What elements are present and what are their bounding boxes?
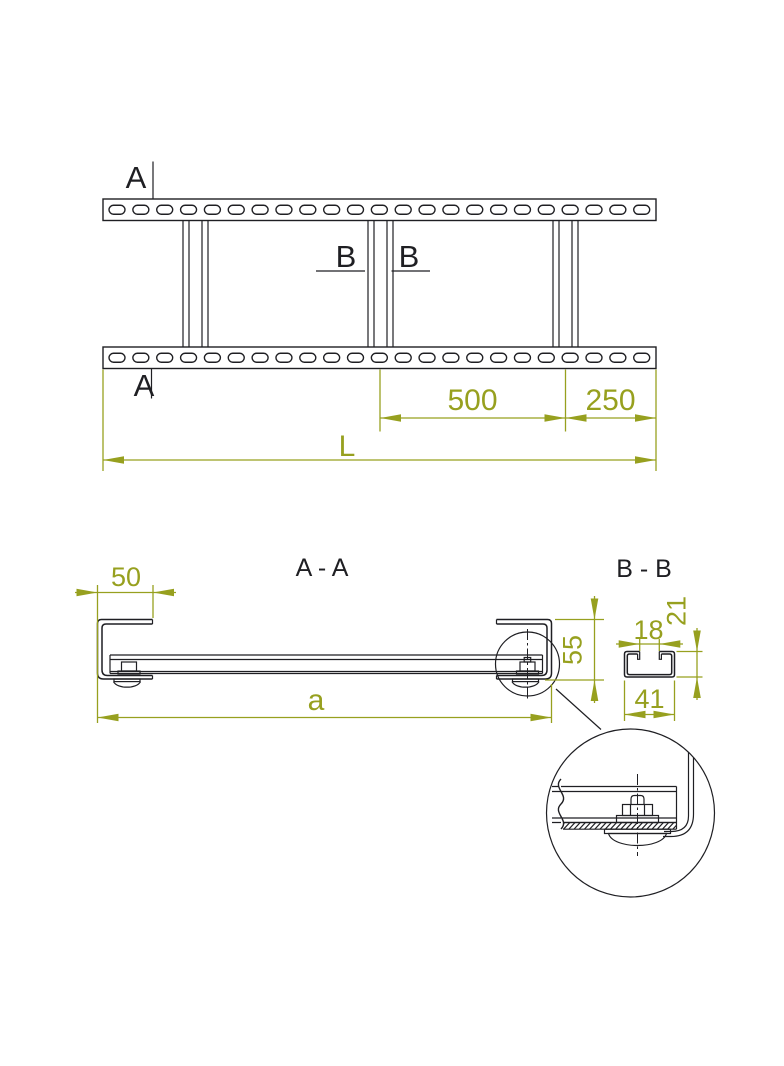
dimension-rung-height: 21 (662, 596, 703, 700)
section-mark-b-left: B (316, 239, 365, 274)
section-bb: B - B 18 21 (616, 555, 703, 721)
rail-slot-perforations (108, 204, 651, 363)
dim-500-text: 500 (447, 384, 497, 417)
dim-a-text: a (308, 684, 325, 717)
section-bb-title: B - B (616, 555, 672, 583)
dimension-opening-width: 18 (616, 615, 683, 651)
dim-250-text: 250 (585, 384, 635, 417)
dimension-total-length: L (103, 430, 656, 464)
detail-circle (545, 728, 716, 898)
aa-right-bolt (511, 656, 540, 688)
bb-rung-profile (623, 650, 676, 678)
detail-rung (552, 778, 678, 830)
section-aa: A - A (75, 554, 604, 730)
dimension-end-offset: 250 (565, 384, 656, 422)
dim-41-text: 41 (634, 684, 664, 714)
top-view: A A B B 500 (102, 160, 657, 471)
dim-55-text: 55 (558, 635, 588, 665)
dim-L-text: L (339, 430, 356, 463)
detail-rail-flange-section (563, 821, 677, 830)
dim-50-text: 50 (111, 562, 141, 592)
detail-view (545, 728, 716, 898)
aa-left-bolt (112, 661, 142, 688)
aa-left-rail-profile (96, 618, 154, 680)
dimension-rung-width: 41 (623, 680, 676, 721)
section-label-b-left: B (336, 239, 357, 274)
dim-21-text: 21 (662, 596, 692, 626)
detail-leader-line (555, 688, 602, 730)
section-aa-title: A - A (296, 554, 349, 582)
dimension-rung-spacing: 500 (380, 384, 566, 422)
rung-lines (182, 220, 579, 347)
section-label-a-top: A (126, 160, 147, 195)
aa-rung (109, 654, 544, 675)
dim-18-text: 18 (633, 615, 663, 645)
section-label-b-right: B (399, 239, 420, 274)
top-view-dimensions: 500 250 L (102, 369, 657, 471)
section-label-a-bottom: A (134, 368, 155, 403)
section-mark-a-bottom: A (134, 368, 155, 403)
dimension-rail-height: 55 (545, 596, 604, 703)
dimension-flange-width: 50 (75, 562, 176, 723)
section-mark-b-right: B (391, 239, 430, 274)
break-line (557, 778, 565, 830)
section-mark-a-top: A (126, 160, 154, 199)
dimension-inner-width: a (97, 684, 553, 723)
aa-right-rail-profile (495, 618, 553, 680)
